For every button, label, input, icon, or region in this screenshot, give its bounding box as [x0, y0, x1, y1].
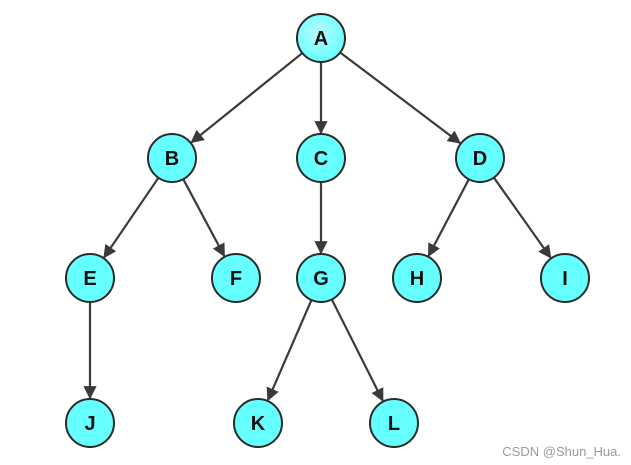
- node-circle-e: [65, 253, 115, 303]
- node-circle-i: [540, 253, 590, 303]
- node-label-f: F: [230, 268, 242, 290]
- edge-g-l: [330, 298, 384, 402]
- node-c: C: [296, 133, 346, 183]
- node-circle-f: [211, 253, 261, 303]
- node-label-c: C: [314, 148, 328, 170]
- node-l: L: [369, 398, 419, 448]
- node-j: J: [65, 398, 115, 448]
- node-label-k: K: [251, 413, 266, 435]
- node-i: I: [540, 253, 590, 303]
- edge-layer: [83, 51, 552, 402]
- node-circle-b: [147, 133, 197, 183]
- node-label-j: J: [84, 413, 95, 435]
- edge-g-k: [266, 299, 313, 402]
- node-layer: A B C D E F G H I J K L: [65, 13, 590, 448]
- node-circle-g: [296, 253, 346, 303]
- node-b: B: [147, 133, 197, 183]
- node-circle-h: [392, 253, 442, 303]
- edge-a-b: [190, 52, 303, 144]
- node-circle-c: [296, 133, 346, 183]
- node-e: E: [65, 253, 115, 303]
- node-circle-d: [455, 133, 505, 183]
- node-label-h: H: [410, 268, 424, 290]
- node-circle-j: [65, 398, 115, 448]
- node-label-i: I: [562, 268, 568, 290]
- node-a: A: [296, 13, 346, 63]
- node-h: H: [392, 253, 442, 303]
- node-label-g: G: [313, 268, 329, 290]
- node-label-b: B: [165, 148, 179, 170]
- node-circle-a: [296, 13, 346, 63]
- node-label-a: A: [314, 28, 328, 50]
- node-circle-k: [233, 398, 283, 448]
- node-d: D: [455, 133, 505, 183]
- edge-b-e: [103, 177, 160, 259]
- edge-b-f: [182, 178, 226, 258]
- node-label-d: D: [473, 148, 487, 170]
- node-label-l: L: [388, 413, 400, 435]
- node-k: K: [233, 398, 283, 448]
- edge-d-i: [492, 176, 552, 259]
- node-circle-l: [369, 398, 419, 448]
- node-label-e: E: [83, 268, 96, 290]
- node-g: G: [296, 253, 346, 303]
- node-f: F: [211, 253, 261, 303]
- watermark: CSDN @Shun_Hua.: [502, 444, 621, 459]
- edge-a-d: [339, 51, 462, 144]
- edge-d-h: [427, 178, 470, 258]
